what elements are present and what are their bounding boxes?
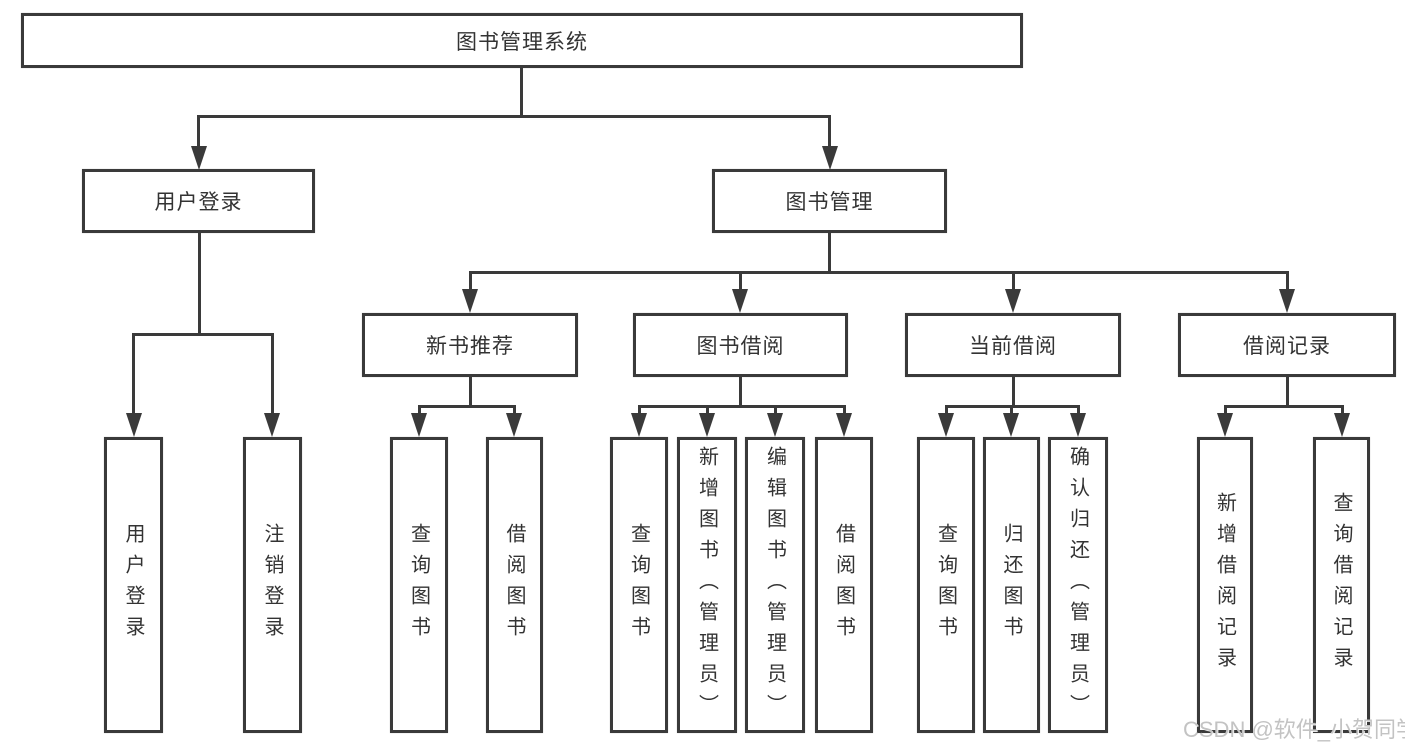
connector-line xyxy=(271,333,274,415)
connector-line xyxy=(828,115,831,148)
node-label: 图书管理 xyxy=(785,191,874,214)
arrowhead-down-icon xyxy=(191,146,207,170)
arrowhead-down-icon xyxy=(767,413,783,437)
connector-line xyxy=(197,115,831,118)
connector-line xyxy=(843,405,846,415)
leaf-add-borrow-record: 新增借阅记录 xyxy=(1197,437,1253,733)
node-label: 借阅图书 xyxy=(503,523,525,647)
leaf-query-books-borrow: 查询图书 xyxy=(610,437,668,733)
arrowhead-down-icon xyxy=(938,413,954,437)
arrowhead-down-icon xyxy=(631,413,647,437)
connector-line xyxy=(1341,405,1344,415)
arrowhead-down-icon xyxy=(1217,413,1233,437)
arrowhead-down-icon xyxy=(506,413,522,437)
node-root-system: 图书管理系统 xyxy=(21,13,1023,68)
connector-line xyxy=(469,271,1289,274)
node-label: 借阅图书 xyxy=(832,523,855,647)
node-label: 用户登录 xyxy=(122,523,144,647)
connector-line xyxy=(638,405,641,415)
connector-line xyxy=(1012,377,1015,407)
arrowhead-down-icon xyxy=(836,413,852,437)
connector-line xyxy=(1012,271,1015,291)
node-borrow-records: 借阅记录 xyxy=(1178,313,1396,377)
node-label: 查询图书 xyxy=(407,523,430,647)
arrowhead-down-icon xyxy=(1334,413,1350,437)
leaf-confirm-return-admin: 确认归还（管理员） xyxy=(1048,437,1108,733)
node-label: 新增借阅记录 xyxy=(1213,492,1236,678)
arrowhead-down-icon xyxy=(1003,413,1019,437)
connector-line xyxy=(1077,405,1080,415)
connector-line xyxy=(197,115,200,148)
arrowhead-down-icon xyxy=(1279,289,1295,313)
connector-line xyxy=(1286,271,1289,291)
arrowhead-down-icon xyxy=(1005,289,1021,313)
arrowhead-down-icon xyxy=(822,146,838,170)
node-label: 归还图书 xyxy=(1000,523,1022,647)
connector-line xyxy=(418,405,421,415)
connector-line xyxy=(132,333,274,336)
connector-line xyxy=(132,333,135,415)
connector-line xyxy=(945,405,948,415)
connector-line xyxy=(198,233,201,335)
node-label: 编辑图书（管理员） xyxy=(763,445,786,725)
arrowhead-down-icon xyxy=(264,413,280,437)
connector-line xyxy=(1286,377,1289,407)
arrowhead-down-icon xyxy=(1070,413,1086,437)
node-label: 查询图书 xyxy=(627,523,650,647)
node-label: 确认归还（管理员） xyxy=(1066,445,1089,725)
connector-line xyxy=(1224,405,1227,415)
leaf-borrow-books-recommend: 借阅图书 xyxy=(486,437,543,733)
node-new-book-recommend: 新书推荐 xyxy=(362,313,578,377)
connector-line xyxy=(739,377,742,407)
arrowhead-down-icon xyxy=(126,413,142,437)
connector-line xyxy=(739,271,742,291)
leaf-query-books-current: 查询图书 xyxy=(917,437,975,733)
leaf-query-borrow-record: 查询借阅记录 xyxy=(1313,437,1370,733)
leaf-borrow-books: 借阅图书 xyxy=(815,437,873,733)
connector-line xyxy=(418,405,516,408)
leaf-user-login: 用户登录 xyxy=(104,437,163,733)
connector-line xyxy=(520,68,523,117)
arrowhead-down-icon xyxy=(699,413,715,437)
arrowhead-down-icon xyxy=(462,289,478,313)
leaf-query-books-recommend: 查询图书 xyxy=(390,437,448,733)
connector-line xyxy=(774,405,777,415)
connector-line xyxy=(706,405,709,415)
node-label: 注销登录 xyxy=(261,523,283,647)
connector-line xyxy=(513,405,516,415)
leaf-return-books: 归还图书 xyxy=(983,437,1040,733)
node-book-management: 图书管理 xyxy=(712,169,947,233)
connector-line xyxy=(469,271,472,291)
node-user-login: 用户登录 xyxy=(82,169,315,233)
node-label: 查询借阅记录 xyxy=(1330,492,1352,678)
connector-line xyxy=(638,405,846,408)
arrowhead-down-icon xyxy=(411,413,427,437)
connector-line xyxy=(1010,405,1013,415)
node-label: 借阅记录 xyxy=(1243,335,1331,358)
csdn-watermark: CSDN @软件_小贺同学 xyxy=(1183,717,1405,742)
node-label: 新增图书（管理员） xyxy=(695,445,718,725)
arrowhead-down-icon xyxy=(732,289,748,313)
node-label: 图书借阅 xyxy=(696,335,785,358)
leaf-edit-books-admin: 编辑图书（管理员） xyxy=(745,437,805,733)
node-label: 新书推荐 xyxy=(426,335,514,358)
node-label: 当前借阅 xyxy=(969,335,1057,358)
node-label: 图书管理系统 xyxy=(456,30,588,54)
connector-line xyxy=(469,377,472,407)
node-book-borrow: 图书借阅 xyxy=(633,313,848,377)
connector-line xyxy=(828,233,831,274)
connector-line xyxy=(1224,405,1344,408)
node-label: 用户登录 xyxy=(154,191,243,214)
node-label: 查询图书 xyxy=(934,523,957,647)
leaf-add-books-admin: 新增图书（管理员） xyxy=(677,437,737,733)
leaf-logout: 注销登录 xyxy=(243,437,302,733)
node-current-borrow: 当前借阅 xyxy=(905,313,1121,377)
